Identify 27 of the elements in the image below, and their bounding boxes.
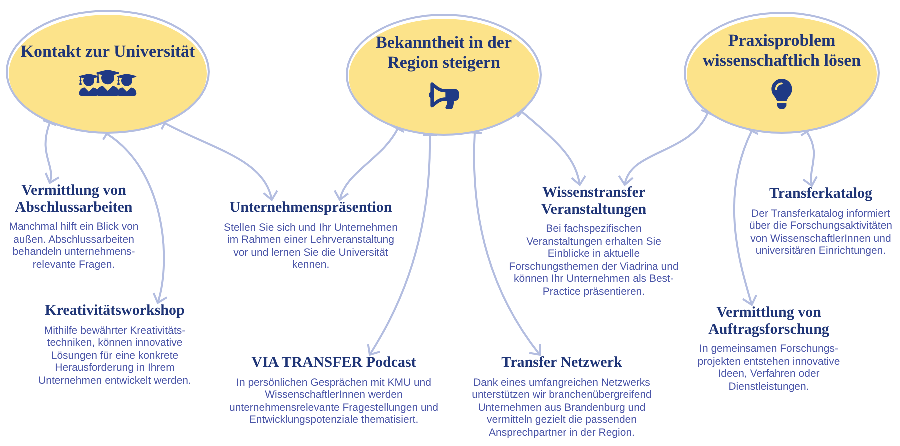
topic-heading: Wissenstransfer Veranstaltungen	[540, 185, 648, 218]
ellipse-title: Kontakt zur Universität	[20, 42, 196, 62]
description-text: In gemeinsamen Forschungs- projekten entstehen innovative Ideen, Verfahren oder Dienstleistungen.	[696, 343, 842, 394]
description-text: Der Transferkatalog informiert über die Forschungsaktivitäten von WissenschaftlerInnen und universitären Einrichtungen.	[748, 208, 894, 258]
description-text: Stellen Sie sich und Ihr Unternehmen im Rahmen einer Lehrveranstaltung vor und lernen Sie die Universität kennen.	[223, 222, 399, 272]
curved-arrow	[516, 106, 586, 186]
curved-arrow	[367, 134, 438, 356]
description-text: Mithilfe bewährter Kreativitäts- techniken, können innovative Lösungen für eine konkrete Herausforderung in Ihrem Unternehmen entwickelt werden.	[38, 324, 192, 388]
description-text: Bei fachspezifischen Veranstaltungen erhalten Sie Einblicke in aktuelle Forschungsthemen der Viadrina und können Ihr Unternehmen als Best-Practice präsentieren.	[508, 223, 680, 299]
description-text: Dank eines umfangreichen Netzwerks unterstützen wir branchenübergreifend Unternehmen aus Brandenburg und vermitteln gezielt die passenden Ansprechpartner in der Region.	[471, 376, 653, 440]
curved-arrow	[42, 120, 60, 184]
ellipse-title: Praxisproblem wissenschaftlich lösen	[702, 31, 862, 71]
ellipse-title: Bekanntheit in der Region steigern	[374, 33, 514, 73]
topic-heading: VIA TRANSFER Podcast	[252, 355, 416, 372]
topic-heading: Vermittlung von Auftragsforschung	[708, 305, 830, 338]
ellipse-node	[346, 14, 542, 136]
ellipse-node	[6, 10, 210, 134]
topic-heading: Kreativitätsworkshop	[45, 303, 185, 320]
curved-arrow	[734, 127, 760, 306]
topic-heading: Transfer Netzwerk	[502, 355, 622, 372]
description-text: Manchmal hilft ein Blick von außen. Abschlussarbeiten behandeln unternehmens- relevante Fragen.	[8, 221, 140, 272]
ellipse-node	[684, 12, 880, 134]
topic-heading: Transferkatalog	[769, 186, 873, 202]
topic-heading: Vermittlung von Abschlussarbeiten	[14, 183, 134, 216]
description-text: In persönlichen Gesprächen mit KMU und WissenschaftlerInnen werden unternehmensrelevante Fragestellungen und Entwicklungspotenziale thematisiert.	[228, 376, 440, 427]
topic-heading: Unternehmenspräsention	[230, 200, 392, 216]
curved-arrow	[334, 124, 406, 201]
